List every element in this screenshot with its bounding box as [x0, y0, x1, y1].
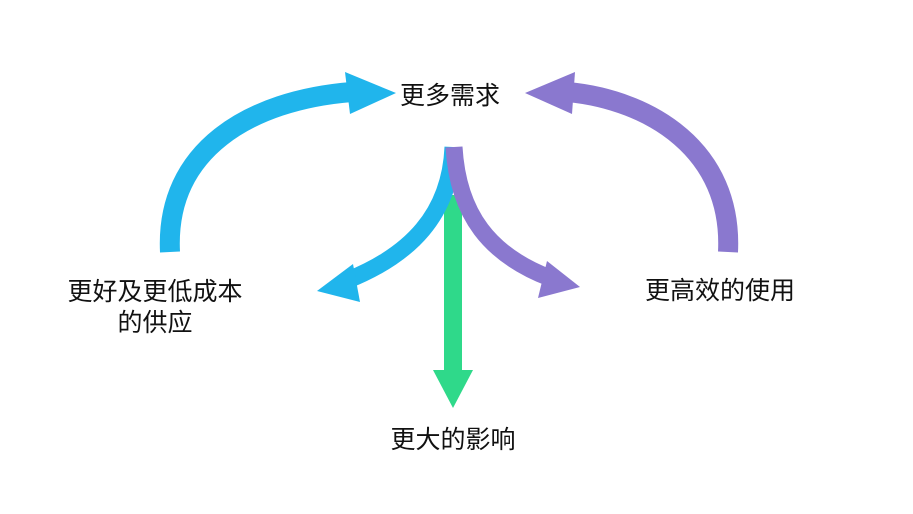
node-better-supply: 更好及更低成本 的供应 [40, 276, 270, 338]
arrow-supply-to-demand [159, 82, 353, 253]
node-better-supply-line1: 更好及更低成本 [67, 277, 243, 306]
arrow-demand-to-supply [344, 146, 462, 288]
arrowhead-use-to-demand [525, 72, 575, 114]
node-efficient-use: 更高效的使用 [644, 276, 795, 305]
arrowhead-demand-to-use [538, 261, 580, 298]
arrowhead-supply-to-demand [345, 72, 396, 114]
arrow-use-to-demand [566, 82, 739, 253]
arrowhead-demand-to-supply [317, 264, 360, 302]
node-better-supply-line2: 的供应 [117, 308, 193, 337]
arrow-demand-to-impact [444, 195, 462, 375]
arrowhead-demand-to-impact [433, 370, 473, 408]
node-more-demand: 更多需求 [399, 81, 500, 110]
node-greater-impact: 更大的影响 [390, 425, 516, 454]
arrow-demand-to-use [445, 146, 554, 286]
